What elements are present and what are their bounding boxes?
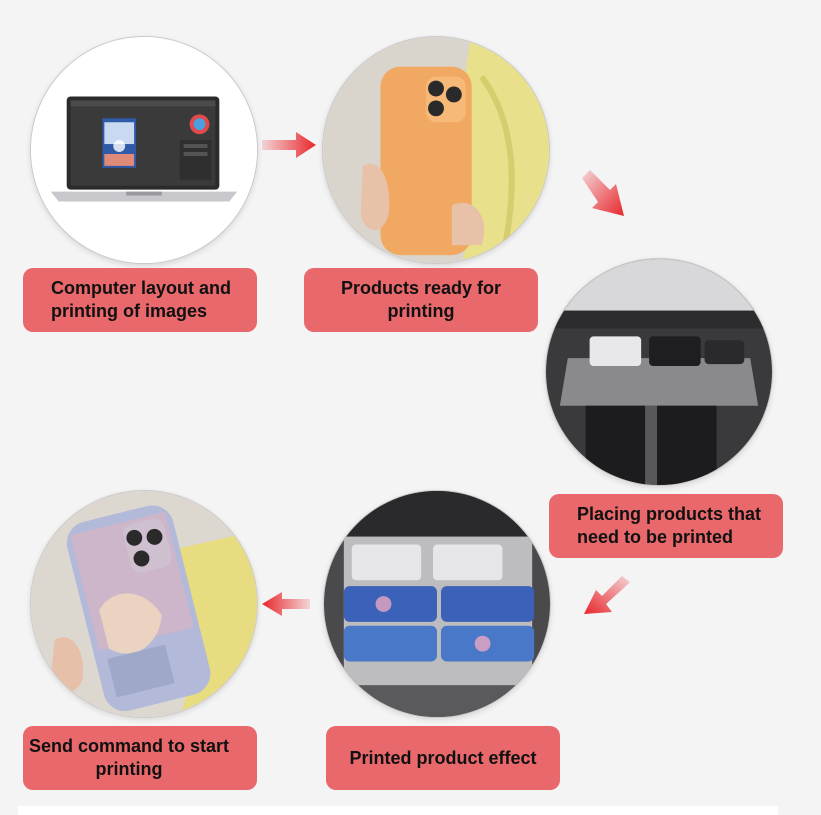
step-4-label-text: Printed product effect <box>349 747 537 768</box>
step-3-label: Placing products that need to be printed <box>549 494 783 558</box>
laptop-photoshop-image <box>31 37 257 263</box>
step-5-label-text: Send command to start printing <box>29 736 230 779</box>
down-right-arrow-icon <box>578 168 628 220</box>
step-3-photo <box>545 258 773 486</box>
step-4-photo <box>323 490 551 718</box>
step-3-label-text: Placing products that need to be printed <box>577 504 762 547</box>
step-4-label: Printed product effect <box>326 726 560 790</box>
step-5-photo <box>30 490 258 718</box>
down-left-arrow-icon <box>582 574 634 618</box>
printed-phone-cases-image <box>324 491 550 717</box>
printed-phone-case-in-hand-image <box>31 491 257 717</box>
step-5-label: Send command to start printing <box>23 726 257 790</box>
step-2-label-text: Products ready for printing <box>340 278 502 321</box>
left-arrow-icon <box>262 590 310 618</box>
bottom-divider <box>18 806 778 815</box>
step-2-label: Products ready for printing <box>304 268 538 332</box>
step-1-label: Computer layout and printing of images <box>23 268 257 332</box>
step-1-photo <box>30 36 258 264</box>
hand-holding-orange-phone-case-image <box>323 37 549 263</box>
right-arrow-icon <box>262 130 316 160</box>
step-2-photo <box>322 36 550 264</box>
step-1-label-text: Computer layout and printing of images <box>51 278 232 321</box>
printer-tray-image <box>546 259 772 485</box>
